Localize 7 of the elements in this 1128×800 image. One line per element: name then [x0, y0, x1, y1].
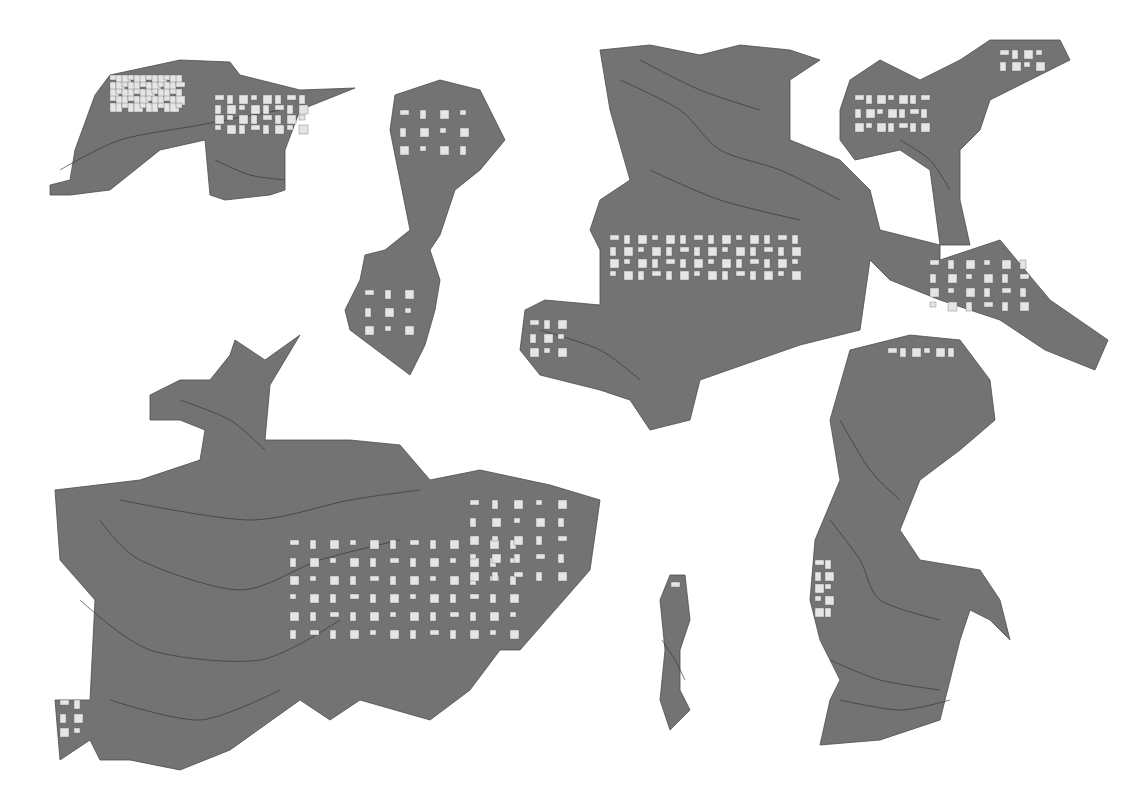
- site-model-drawing: [49, 59, 356, 201]
- site-model-drawing: [809, 334, 1011, 746]
- site-model-drawing: [839, 39, 1071, 246]
- site-model-drawing: [659, 574, 691, 731]
- site-model-drawing: [344, 79, 506, 376]
- site-model-drawing: [54, 334, 601, 771]
- site-model-drawing: [519, 44, 1109, 431]
